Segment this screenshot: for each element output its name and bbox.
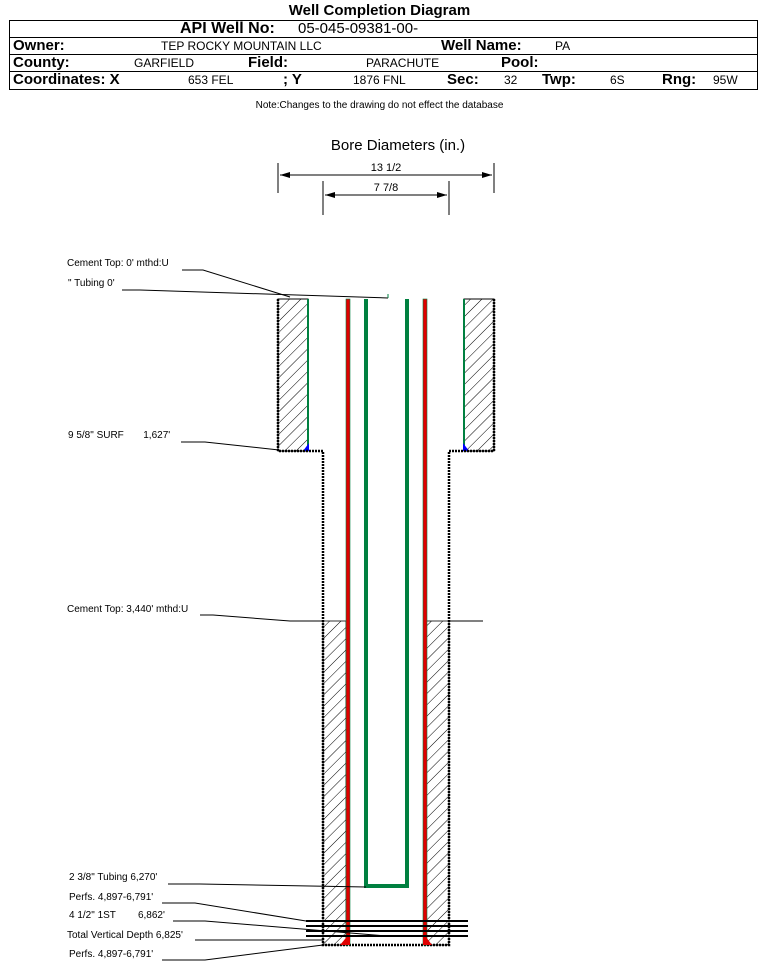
owner-value: TEP ROCKY MOUNTAIN LLC xyxy=(161,39,322,53)
coord-x-value: 653 FEL xyxy=(188,73,234,87)
api-label: API Well No: xyxy=(180,20,275,37)
coordinates-row: Coordinates: X 653 FEL ; Y 1876 FNL Sec:… xyxy=(10,72,757,89)
perfs-label-1: Perfs. 4,897-6,791' xyxy=(69,892,153,903)
tubing-bottom-label: 2 3/8" Tubing 6,270' xyxy=(69,872,157,883)
outer-bore-label: 13 1/2 xyxy=(371,162,402,174)
production-cement-left xyxy=(322,620,347,946)
county-value: GARFIELD xyxy=(134,56,195,70)
coord-y-label: ; Y xyxy=(283,71,302,88)
bore-diameters-title: Bore Diameters (in.) xyxy=(331,137,465,154)
tubing-string xyxy=(364,299,409,888)
perforations xyxy=(306,920,468,937)
field-value: PARACHUTE xyxy=(366,56,440,70)
field-label: Field: xyxy=(248,54,288,71)
production-cement-right xyxy=(425,620,450,946)
well-name-label: Well Name: xyxy=(441,37,522,54)
borehole-wall xyxy=(276,299,496,947)
cement-top-surface-label: Cement Top: 0' mthd:U xyxy=(67,258,169,269)
surface-cement-right xyxy=(463,298,495,452)
api-value: 05-045-09381-00- xyxy=(298,20,419,37)
outer-bore-dimension: 13 1/2 xyxy=(277,162,495,193)
rng-label: Rng: xyxy=(662,71,697,88)
twp-value: 6S xyxy=(610,73,625,87)
total-depth-label: Total Vertical Depth 6,825' xyxy=(67,930,183,941)
surface-shoe-left-icon xyxy=(303,443,309,451)
well-name-value: PA xyxy=(555,39,571,53)
inner-bore-dimension: 7 7/8 xyxy=(322,181,450,215)
county-row: County: GARFIELD Field: PARACHUTE Pool: xyxy=(10,55,757,72)
inner-bore-label: 7 7/8 xyxy=(374,182,398,194)
pool-label: Pool: xyxy=(501,54,539,71)
coord-x-label: Coordinates: X xyxy=(13,71,120,88)
production-casing-left xyxy=(345,298,351,946)
county-label: County: xyxy=(13,54,70,71)
well-header-table: API Well No: 05-045-09381-00- Owner: TEP… xyxy=(9,20,758,90)
cement-top-production-label: Cement Top: 3,440' mthd:U xyxy=(67,604,188,615)
api-row: API Well No: 05-045-09381-00- xyxy=(10,21,757,38)
rng-value: 95W xyxy=(713,73,738,87)
coord-y-value: 1876 FNL xyxy=(353,73,406,87)
sec-label: Sec: xyxy=(447,71,479,88)
diagram-title: Well Completion Diagram xyxy=(288,2,471,19)
twp-label: Twp: xyxy=(542,71,576,88)
production-casing-label: 4 1/2" 1ST 6,862' xyxy=(69,910,165,921)
tubing-top-label: " Tubing 0' xyxy=(68,278,115,289)
owner-row: Owner: TEP ROCKY MOUNTAIN LLC Well Name:… xyxy=(10,38,757,55)
perfs-label-2: Perfs. 4,897-6,791' xyxy=(69,949,153,960)
surface-casing-label: 9 5/8" SURF 1,627' xyxy=(68,430,170,441)
owner-label: Owner: xyxy=(13,37,65,54)
leader-lines xyxy=(122,269,389,961)
disclaimer-note: Note:Changes to the drawing do not effec… xyxy=(255,100,504,111)
surface-shoe-right-icon xyxy=(463,443,469,451)
surface-cement-left xyxy=(277,298,309,452)
sec-value: 32 xyxy=(504,73,518,87)
production-casing-right xyxy=(422,298,428,946)
